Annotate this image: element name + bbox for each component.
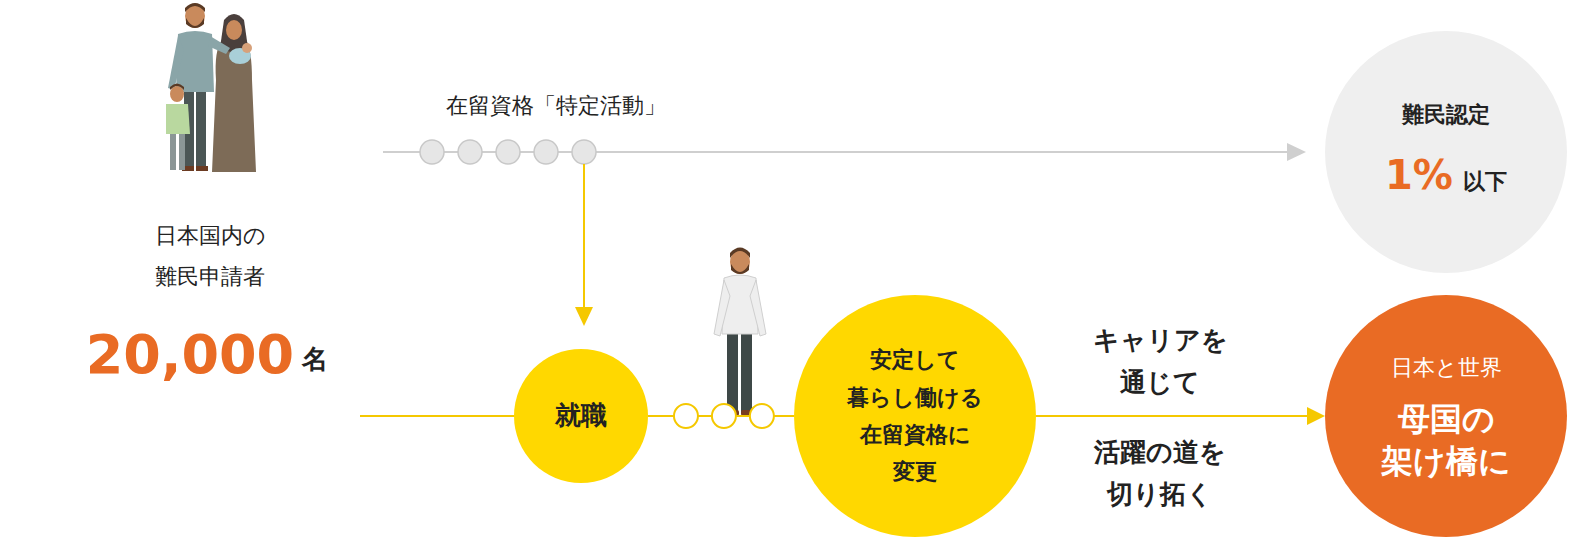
career-label: キャリアを 通じて <box>1085 320 1235 403</box>
node-text: 安定して 暮らし働ける 在留資格に 変更 <box>835 341 995 491</box>
connector-line <box>1036 415 1309 417</box>
worker-figure <box>714 248 766 417</box>
circle-shape <box>794 295 1036 537</box>
text-row: 就職 <box>555 395 607 437</box>
path-label: 活躍の道を 切り拓く <box>1085 432 1235 515</box>
circle-fill <box>1325 295 1567 537</box>
result-circle: 難民認定 1% 以下 <box>1325 31 1567 273</box>
status-label: 在留資格「特定活動」 <box>406 92 706 121</box>
text-row: 日本と世界 <box>1391 350 1502 399</box>
arrow-head <box>1307 407 1325 425</box>
goal-circle: 日本と世界母国の 架け橋に <box>1325 295 1567 537</box>
waypoint-dot <box>750 404 774 428</box>
waypoint-dot <box>712 404 736 428</box>
lead-line <box>360 415 520 417</box>
text-row: 安定して 暮らし働ける 在留資格に 変更 <box>835 341 995 491</box>
down-arrow <box>575 164 593 326</box>
text-row: 1% 以下 <box>1385 143 1507 207</box>
waypoint-dot <box>674 404 698 428</box>
node-text: 難民認定 <box>1402 97 1490 132</box>
connector <box>648 404 794 428</box>
count-unit: 名 <box>295 343 335 377</box>
node-text: 1% <box>1385 143 1453 207</box>
node-text: 以下 <box>1463 164 1507 199</box>
text-row: 母国の 架け橋に <box>1361 399 1531 482</box>
job-circle: 就職 <box>514 349 648 483</box>
node-text: 日本と世界 <box>1391 350 1502 385</box>
status-circle: 安定して 暮らし働ける 在留資格に 変更 <box>794 295 1036 537</box>
count-number: 20,000 <box>80 320 300 390</box>
text-row: 難民認定 <box>1402 97 1490 142</box>
applicant-label: 日本国内の 難民申請者 <box>145 216 275 297</box>
connector <box>1036 407 1325 425</box>
circle-fill <box>514 349 648 483</box>
circle-fill <box>794 295 1036 537</box>
family-figure <box>166 3 256 172</box>
node-text: 母国の 架け橋に <box>1361 399 1531 482</box>
node-text: 就職 <box>555 395 607 437</box>
status-timeline <box>383 140 1306 164</box>
circle-fill <box>1325 31 1567 273</box>
